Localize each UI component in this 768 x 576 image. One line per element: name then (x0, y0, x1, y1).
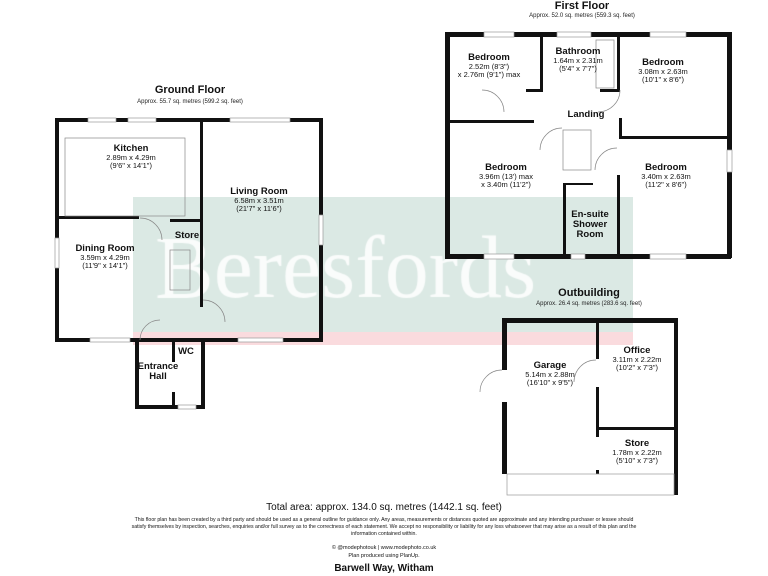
wall (502, 318, 507, 370)
door-swing (573, 359, 597, 383)
wall (674, 318, 678, 495)
door-swing (139, 319, 161, 341)
room-store: Store (174, 230, 200, 241)
window (127, 117, 157, 123)
room-en-suite: En-suite Shower Room (571, 209, 609, 240)
wall (617, 175, 620, 255)
door-swing (481, 89, 505, 113)
wall (135, 342, 139, 408)
wall (200, 122, 203, 307)
outbuilding-title: Outbuilding (558, 287, 620, 299)
wall (526, 89, 543, 92)
garage-door (506, 473, 675, 496)
credit: © @modephotouk | www.modephoto.co.uk (331, 545, 437, 551)
wall (502, 318, 678, 323)
wall (201, 342, 205, 408)
window (556, 31, 592, 38)
wall (619, 136, 729, 139)
door-swing (597, 89, 621, 113)
wall (502, 402, 507, 474)
wall (445, 254, 731, 259)
wall (597, 427, 677, 430)
window (570, 253, 586, 260)
plan-produced: Plan produced using PlanUp. (348, 553, 420, 559)
wall (55, 118, 59, 342)
room-wc: WC (178, 346, 194, 357)
bath (595, 39, 615, 89)
wall (727, 32, 732, 258)
window (87, 117, 117, 123)
wall (172, 392, 175, 406)
door-swing (139, 217, 163, 241)
first-floor-title: First Floor (554, 0, 610, 12)
total-area: Total area: approx. 134.0 sq. metres (14… (266, 502, 502, 513)
staircase (562, 129, 592, 171)
wall (445, 32, 450, 258)
kitchen-worktop (64, 137, 186, 217)
door-swing (594, 147, 618, 171)
door-swing (479, 369, 503, 393)
wall (596, 387, 599, 437)
outbuilding-area: Approx. 26.4 sq. metres (283.6 sq. feet) (536, 301, 642, 307)
window (483, 253, 515, 260)
window (483, 31, 515, 38)
wall (563, 183, 566, 255)
wall (172, 342, 175, 362)
property-address: Barwell Way, Witham (334, 563, 434, 574)
window (726, 149, 733, 173)
window (89, 337, 131, 343)
disclaimer: This floor plan has been created by a th… (131, 517, 637, 538)
window (649, 253, 687, 260)
wall (563, 183, 593, 185)
door-swing (539, 127, 563, 151)
watermark-logo (133, 197, 633, 332)
wall (170, 219, 200, 222)
room-landing: Landing (567, 109, 605, 120)
window (318, 214, 324, 246)
wall (617, 37, 620, 91)
wall (55, 338, 323, 342)
wall (600, 89, 620, 92)
wall (540, 37, 543, 91)
wall (59, 216, 139, 219)
staircase (169, 249, 191, 291)
wall (135, 405, 205, 409)
window (649, 31, 687, 38)
ground-floor-area: Approx. 55.7 sq. metres (599.2 sq. feet) (137, 99, 243, 105)
window (54, 237, 60, 269)
door-swing (202, 299, 226, 323)
ground-floor-title: Ground Floor (154, 84, 226, 96)
wall (450, 120, 534, 123)
window (229, 117, 291, 123)
wall (596, 323, 599, 359)
wall (619, 118, 622, 138)
window (177, 404, 197, 410)
wall (55, 118, 323, 122)
first-floor-area: Approx. 52.0 sq. metres (559.3 sq. feet) (529, 13, 635, 19)
room-entrance-hall: Entrance Hall (137, 361, 179, 382)
window (237, 337, 284, 343)
